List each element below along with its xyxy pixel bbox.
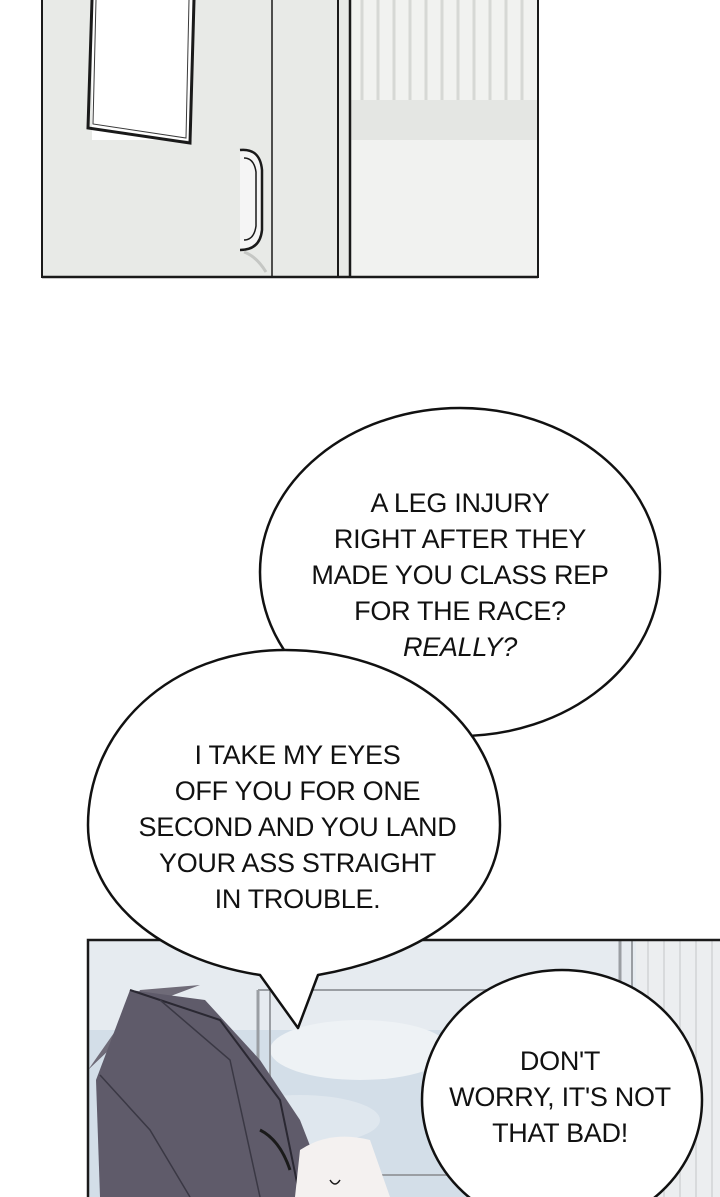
dialogue-line: MADE YOU CLASS REP <box>311 560 609 590</box>
character-hair-icon <box>88 985 390 1197</box>
dialogue-line: THAT BAD! <box>492 1118 628 1148</box>
door-handle-icon <box>239 148 268 273</box>
dialogue-line: FOR THE RACE? <box>354 596 566 626</box>
dialogue-line-emphasis: REALLY? <box>403 632 517 662</box>
speech-bubble-2 <box>86 648 502 1030</box>
dialogue-line: I TAKE MY EYES <box>194 740 401 770</box>
speech-bubble-2-text: I TAKE MY EYES OFF YOU FOR ONE SECOND AN… <box>115 737 480 917</box>
dialogue-line: SECOND AND YOU LAND <box>138 812 457 842</box>
window-shade <box>350 100 538 140</box>
dialogue-line: RIGHT AFTER THEY <box>333 524 587 554</box>
speech-bubble-1-text: A LEG INJURY RIGHT AFTER THEY MADE YOU C… <box>300 485 620 665</box>
dialogue-line: IN TROUBLE. <box>214 884 381 914</box>
door-frame <box>41 0 539 279</box>
dialogue-line: A LEG INJURY <box>370 488 550 518</box>
dialogue-line: OFF YOU FOR ONE <box>174 776 421 806</box>
dialogue-line: WORRY, IT'S NOT <box>449 1082 671 1112</box>
dialogue-line: DON'T <box>519 1046 601 1076</box>
cloud <box>270 1020 450 1080</box>
window-blinds <box>360 0 524 100</box>
dialogue-line: YOUR ASS STRAIGHT <box>159 848 436 878</box>
door-window-icon <box>86 0 196 145</box>
speech-bubble-3-text: DON'T WORRY, IT'S NOT THAT BAD! <box>435 1043 685 1151</box>
speech-bubble-3 <box>420 968 704 1197</box>
